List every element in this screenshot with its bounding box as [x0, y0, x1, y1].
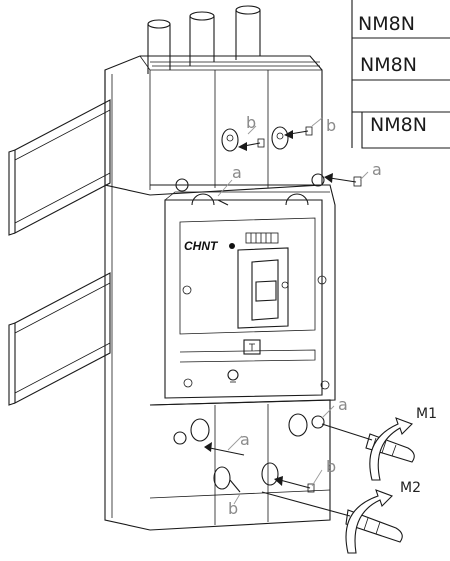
screws [204, 126, 362, 493]
front-panel [179, 217, 330, 390]
callout-b-lower-left: b [228, 499, 238, 518]
mounting-holes [173, 126, 325, 490]
motion-label-m2: M2 [400, 480, 421, 496]
callout-b-upper-left: b [246, 113, 256, 132]
mounting-rail-lower [8, 272, 111, 406]
terminal-posts [147, 5, 261, 74]
models-table-row: NM8N [360, 54, 417, 76]
brand-logo: CHNT [184, 239, 235, 253]
callout-a-right: a [372, 160, 382, 179]
callout-a-lower-left: a [240, 430, 250, 449]
callout-leaders [217, 117, 369, 505]
rotation-arrow-m2 [345, 489, 393, 554]
mounting-rail-upper [8, 99, 111, 236]
callout-a-centre: a [232, 163, 242, 182]
callout-b-lower-right: b [326, 457, 336, 476]
callout-labels: b b a a a a b b [228, 113, 382, 518]
rotation-arrow-m1 [369, 417, 413, 481]
models-table-row: NM8N [370, 114, 427, 136]
models-table: NM8N NM8N NM8N [351, 0, 450, 149]
brand-name: CHNT [184, 239, 219, 253]
screwdriver-m2 [261, 491, 403, 543]
models-table-row: NM8N [358, 13, 415, 35]
breaker-body [104, 55, 336, 531]
motion-label-m1: M1 [416, 406, 437, 422]
callout-a-lower-right: a [338, 395, 348, 414]
callout-b-upper-right: b [326, 116, 336, 135]
